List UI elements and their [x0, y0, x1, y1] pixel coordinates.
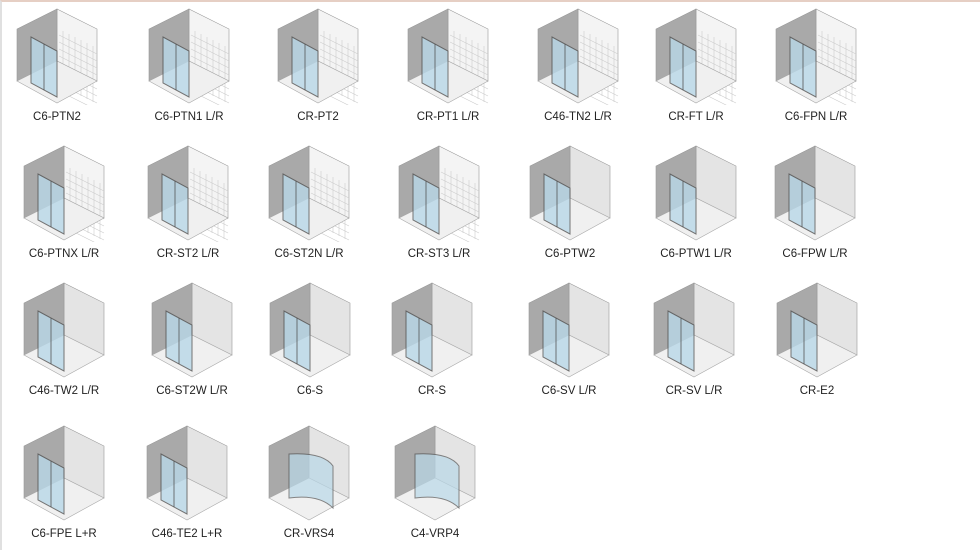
product-item[interactable]: C6-FPN L/R	[756, 7, 876, 123]
product-item[interactable]: C6-FPE L+R	[4, 424, 124, 540]
product-label[interactable]: CR-PT2	[297, 111, 339, 123]
shower-enclosure-illustration	[394, 425, 476, 521]
shower-enclosure-illustration	[151, 282, 233, 378]
product-item[interactable]: CR-PT1 L/R	[388, 7, 508, 123]
product-item[interactable]: C6-PTN2	[0, 7, 117, 123]
product-label[interactable]: CR-E2	[799, 385, 835, 397]
shower-enclosure-illustration	[774, 145, 856, 241]
product-item[interactable]: C6-S	[250, 281, 370, 397]
shower-enclosure-illustration	[268, 145, 350, 242]
product-item[interactable]: C6-FPW L/R	[755, 144, 875, 260]
shower-enclosure-illustration	[775, 8, 857, 105]
shower-enclosure-illustration	[407, 8, 489, 105]
product-label[interactable]: C6-PTN1 L/R	[154, 111, 224, 123]
product-label[interactable]: C6-S	[296, 385, 324, 397]
product-label[interactable]: CR-FT L/R	[668, 111, 724, 123]
shower-enclosure-illustration	[268, 425, 350, 521]
product-label[interactable]: CR-SV L/R	[665, 385, 723, 397]
product-label[interactable]: CR-ST2 L/R	[156, 248, 220, 260]
product-label[interactable]: C46-TN2 L/R	[544, 111, 612, 123]
product-item[interactable]: C6-PTW2	[510, 144, 630, 260]
product-item[interactable]: C6-PTN1 L/R	[129, 7, 249, 123]
product-item[interactable]: CR-ST3 L/R	[379, 144, 499, 260]
product-label[interactable]: C46-TW2 L/R	[28, 385, 100, 397]
shower-enclosure-illustration	[391, 282, 473, 378]
product-label[interactable]: C6-SV L/R	[541, 385, 597, 397]
product-label[interactable]: CR-PT1 L/R	[416, 111, 480, 123]
product-item[interactable]: CR-PT2	[258, 7, 378, 123]
product-item[interactable]: C46-TE2 L+R	[127, 424, 247, 540]
product-item[interactable]: C6-SV L/R	[509, 281, 629, 397]
product-label[interactable]: C6-FPN L/R	[784, 111, 848, 123]
product-label[interactable]: C6-ST2N L/R	[274, 248, 344, 260]
product-label[interactable]: CR-ST3 L/R	[407, 248, 471, 260]
product-label[interactable]: C6-PTW2	[544, 248, 596, 260]
product-item[interactable]: C4-VRP4	[375, 424, 495, 540]
shower-enclosure-illustration	[776, 282, 858, 378]
product-item[interactable]: CR-FT L/R	[636, 7, 756, 123]
shower-enclosure-illustration	[269, 282, 351, 378]
product-item[interactable]: C6-PTNX L/R	[4, 144, 124, 260]
shower-enclosure-illustration	[529, 145, 611, 241]
product-label[interactable]: C6-FPW L/R	[782, 248, 848, 260]
product-label[interactable]: C4-VRP4	[410, 528, 460, 540]
product-item[interactable]: CR-VRS4	[249, 424, 369, 540]
shower-enclosure-illustration	[537, 8, 619, 105]
shower-enclosure-illustration	[147, 145, 229, 242]
product-item[interactable]: C46-TN2 L/R	[518, 7, 638, 123]
shower-enclosure-illustration	[653, 282, 735, 378]
shower-enclosure-illustration	[528, 282, 610, 378]
product-label[interactable]: CR-S	[417, 385, 447, 397]
shower-enclosure-illustration	[398, 145, 480, 242]
product-label[interactable]: C6-PTN2	[33, 111, 81, 123]
shower-enclosure-illustration	[655, 8, 737, 105]
product-item[interactable]: CR-SV L/R	[634, 281, 754, 397]
product-label[interactable]: C6-ST2W L/R	[156, 385, 228, 397]
product-item[interactable]: C46-TW2 L/R	[4, 281, 124, 397]
shower-enclosure-illustration	[148, 8, 230, 105]
product-item[interactable]: C6-ST2N L/R	[249, 144, 369, 260]
product-item[interactable]: C6-ST2W L/R	[132, 281, 252, 397]
product-label[interactable]: C6-PTW1 L/R	[660, 248, 732, 260]
product-label[interactable]: C46-TE2 L+R	[151, 528, 223, 540]
product-label[interactable]: C6-PTNX L/R	[28, 248, 100, 260]
product-item[interactable]: CR-ST2 L/R	[128, 144, 248, 260]
product-label[interactable]: CR-VRS4	[283, 528, 335, 540]
shower-enclosure-illustration	[146, 425, 228, 521]
shower-enclosure-illustration	[23, 425, 105, 521]
product-label[interactable]: C6-FPE L+R	[31, 528, 97, 540]
product-item[interactable]: CR-E2	[757, 281, 877, 397]
shower-enclosure-illustration	[277, 8, 359, 105]
shower-enclosure-illustration	[23, 145, 105, 242]
product-item[interactable]: CR-S	[372, 281, 492, 397]
product-item[interactable]: C6-PTW1 L/R	[636, 144, 756, 260]
shower-enclosure-illustration	[655, 145, 737, 241]
shower-enclosure-illustration	[23, 282, 105, 378]
shower-enclosure-illustration	[16, 8, 98, 105]
